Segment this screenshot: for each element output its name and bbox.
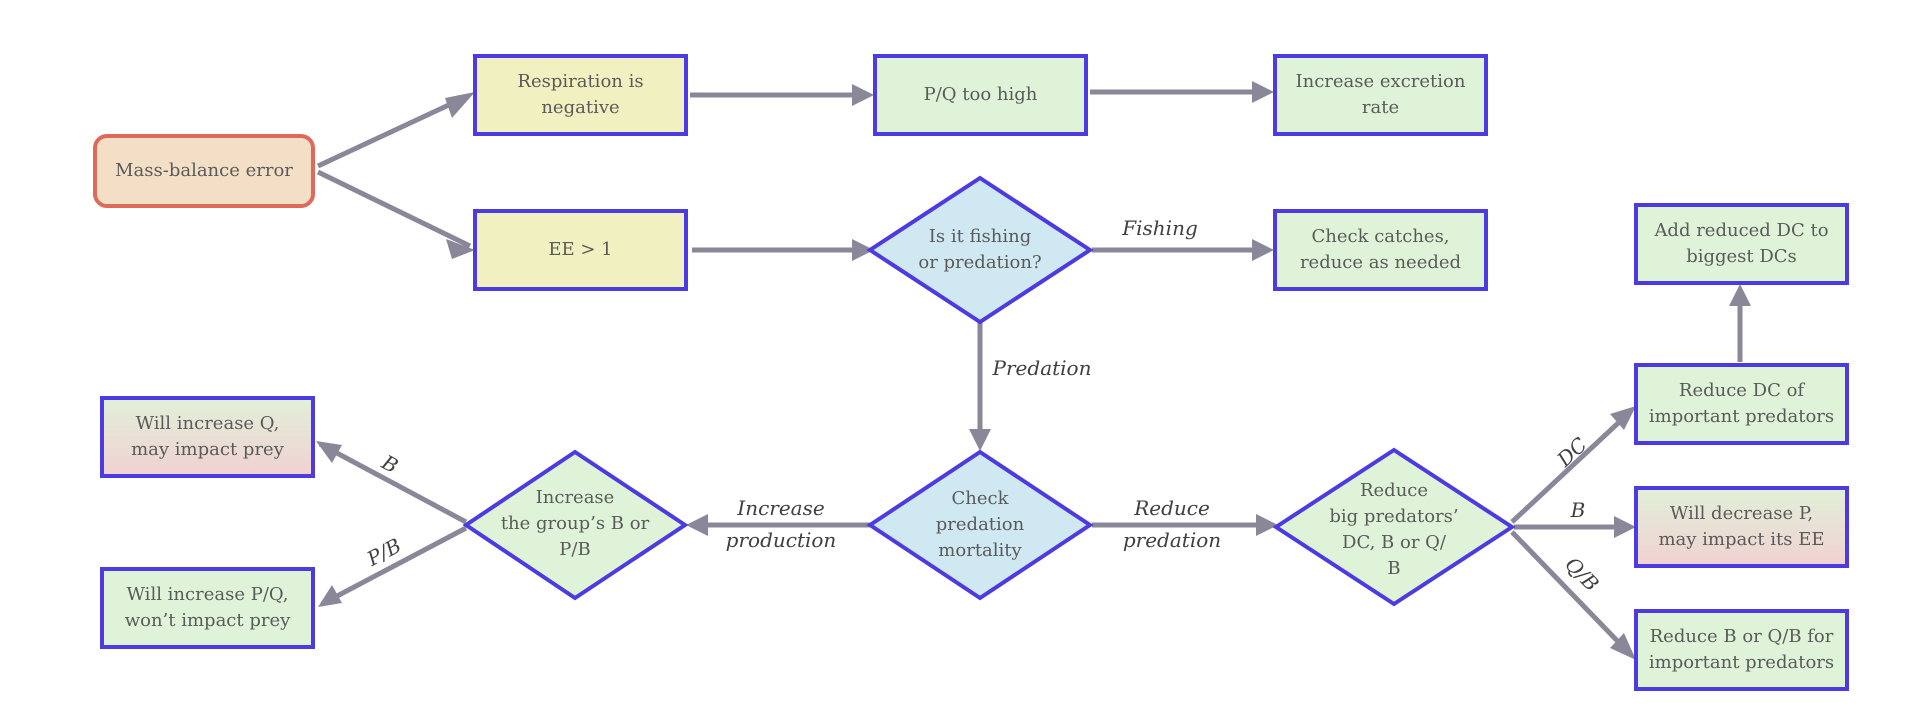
arrowhead xyxy=(446,239,475,259)
node-will-increase-pq: Will increase P/Q, won’t impact prey xyxy=(100,567,315,649)
node-will-decrease-p: Will decrease P, may impact its EE xyxy=(1634,486,1849,568)
node-will-increase-q: Will increase Q, may impact prey xyxy=(100,396,315,478)
decision-label-fishing-or-predation: Is it fishing or predation? xyxy=(918,226,1042,273)
node-reduce-dc: Reduce DC of important predators xyxy=(1634,363,1849,445)
edge-label-b-right: B xyxy=(1570,498,1586,522)
arrowhead xyxy=(1610,406,1636,430)
arrowhead xyxy=(1614,516,1636,538)
node-respiration-negative: Respiration is negative xyxy=(473,54,688,136)
decision-diamond-increase xyxy=(462,449,689,601)
arrowhead xyxy=(1729,284,1751,306)
arrowhead xyxy=(316,441,342,463)
node-mass-balance-error: Mass-balance error xyxy=(93,134,315,208)
arrowhead xyxy=(969,429,991,451)
arrowhead xyxy=(445,92,475,118)
edge-label-fishing: Fishing xyxy=(1122,216,1198,240)
edge-label-reduce-predation: Reduce predation xyxy=(1122,496,1222,552)
node-increase-excretion: Increase excretion rate xyxy=(1273,54,1488,136)
arrowhead xyxy=(852,84,874,106)
decision-diamond-fishing xyxy=(866,175,1094,325)
edge-reduce-to-reducedc xyxy=(1510,410,1632,524)
decision-label-increase-group: Increase the group’s B or P/B xyxy=(500,487,650,560)
edge-increase-to-willpq xyxy=(320,525,468,607)
node-add-reduced-dc: Add reduced DC to biggest DCs xyxy=(1634,203,1849,285)
edge-label-increase-production: Increase production xyxy=(725,496,837,552)
arrowhead xyxy=(1252,239,1274,261)
decision-label-check-mortality: Check predation mortality xyxy=(935,488,1025,561)
arrowhead xyxy=(1256,514,1278,536)
node-ee-greater-than-1: EE > 1 xyxy=(473,209,688,291)
arrowhead xyxy=(318,585,342,607)
decision-diamond-mortality xyxy=(866,449,1094,601)
node-pq-too-high: P/Q too high xyxy=(873,54,1088,136)
node-reduce-b-qb: Reduce B or Q/B for important predators xyxy=(1634,609,1849,691)
arrowhead xyxy=(686,514,708,536)
arrowhead xyxy=(852,239,874,261)
decision-diamond-reduce xyxy=(1272,447,1516,607)
edge-mass-to-respiration xyxy=(316,93,470,169)
decision-label-reduce-big-predators: Reduce big predators’ DC, B or Q/ B xyxy=(1329,480,1459,579)
arrowhead xyxy=(1252,81,1274,103)
edge-reduce-to-reducebqb xyxy=(1510,530,1632,656)
node-check-catches: Check catches, reduce as needed xyxy=(1273,209,1488,291)
arrowhead xyxy=(1610,633,1636,660)
edge-label-predation: Predation xyxy=(992,356,1092,380)
edge-increase-to-willq xyxy=(318,441,468,525)
edge-mass-to-ee xyxy=(316,169,472,249)
